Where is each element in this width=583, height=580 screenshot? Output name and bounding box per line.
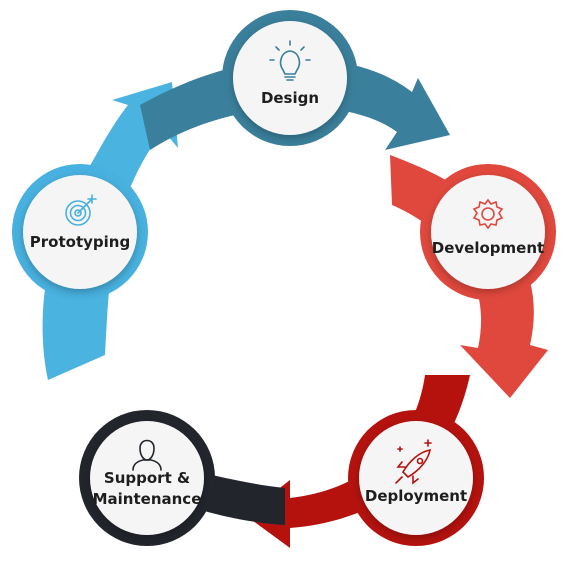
stage-label-design: Design bbox=[260, 89, 320, 107]
stage-label-deployment: Deployment bbox=[364, 487, 468, 505]
stage-label-prototyping: Prototyping bbox=[29, 233, 131, 251]
rocket-icon bbox=[395, 439, 432, 485]
lightbulb-icon bbox=[269, 40, 311, 81]
node-deployment bbox=[348, 410, 484, 546]
user-icon bbox=[132, 439, 162, 471]
target-icon bbox=[65, 194, 97, 226]
node-design bbox=[222, 10, 358, 146]
stage-label-support-line2: Maintenance bbox=[92, 490, 202, 508]
node-development bbox=[420, 164, 556, 300]
stage-label-support: Support & Maintenance bbox=[67, 468, 227, 510]
stage-label-development: Development bbox=[431, 239, 545, 257]
gear-icon bbox=[472, 198, 504, 230]
node-prototyping bbox=[12, 164, 148, 300]
stage-label-support-line1: Support & bbox=[103, 469, 191, 487]
node-support bbox=[79, 410, 215, 546]
